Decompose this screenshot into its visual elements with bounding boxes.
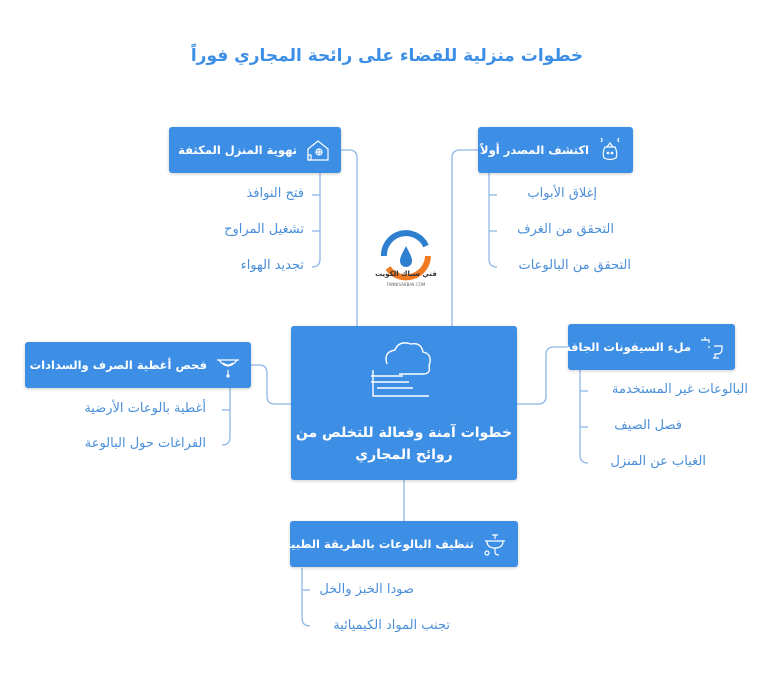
central-node[interactable]: خطوات آمنة وفعالة للتخلص من روائح المجار… bbox=[291, 326, 517, 480]
page-title: خطوات منزلية للقضاء على رائحة المجاري فو… bbox=[190, 46, 584, 66]
leaf-item: تجديد الهواء bbox=[240, 258, 304, 273]
leaf-item: تشغيل المراوح bbox=[224, 222, 304, 237]
tap-toilet-icon bbox=[701, 337, 723, 359]
logo-url: FANNISABBAK.COM bbox=[386, 282, 426, 287]
node-label: تنظيف البالوعات بالطريقة الطبيعية bbox=[272, 537, 474, 551]
leaf-item: التحقق من البالوعات bbox=[518, 258, 631, 273]
node-label: تهوية المنزل المكثفة bbox=[178, 143, 297, 157]
node-drain-covers[interactable]: فحص أغطية الصرف والسدادات bbox=[25, 342, 251, 388]
logo-name: فني سباك الكويت bbox=[375, 270, 437, 278]
node-source[interactable]: اكتشف المصدر أولاً bbox=[478, 127, 633, 173]
leaf-item: البالوعات غير المستخدمة bbox=[611, 382, 748, 397]
leaf-item: تجنب المواد الكيميائية bbox=[333, 618, 450, 633]
smell-cloud-icon bbox=[371, 342, 431, 397]
leaf-item: الفراغات حول البالوعة bbox=[84, 436, 206, 451]
sink-icon bbox=[484, 534, 505, 556]
leaf-item: الغياب عن المنزل bbox=[610, 454, 706, 469]
node-label: فحص أغطية الصرف والسدادات bbox=[29, 358, 207, 372]
leaf-item: التحقق من الغرف bbox=[517, 222, 614, 237]
node-ventilation[interactable]: تهوية المنزل المكثفة bbox=[169, 127, 341, 173]
smell-bag-icon bbox=[600, 137, 620, 161]
leaf-item: فصل الصيف bbox=[614, 418, 682, 433]
leaf-item: أغطية بالوعات الأرضية bbox=[84, 401, 206, 416]
drain-cover-icon bbox=[217, 359, 239, 378]
central-label: خطوات آمنة وفعالة للتخلص من روائح المجار… bbox=[295, 425, 513, 463]
house-ventilation-icon bbox=[307, 140, 329, 161]
leaf-item: صودا الخبز والخل bbox=[319, 582, 414, 597]
node-label: اكتشف المصدر أولاً bbox=[480, 143, 589, 157]
node-cleaning[interactable]: تنظيف البالوعات بالطريقة الطبيعية bbox=[273, 521, 518, 567]
node-label: ملء السيفونات الجافة bbox=[564, 340, 691, 354]
leaf-item: إغلاق الأبواب bbox=[527, 186, 597, 201]
leaf-item: فتح النوافذ bbox=[246, 186, 304, 201]
logo-icon bbox=[380, 230, 431, 281]
node-siphons[interactable]: ملء السيفونات الجافة bbox=[564, 324, 735, 370]
